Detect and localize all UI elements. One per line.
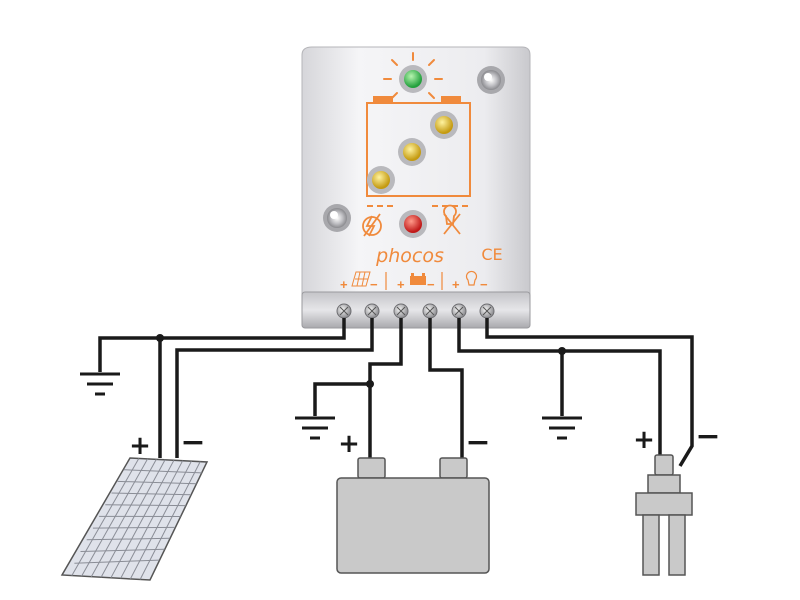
solar-minus-sign: − [180, 425, 205, 460]
led-load-disconnect [404, 215, 422, 233]
brand-logo: phocos [375, 245, 444, 267]
screw-load-plus [451, 303, 467, 319]
load-minus-sign: − [695, 419, 720, 454]
battery-plus-sign: + [338, 429, 360, 459]
junction-solar [156, 334, 164, 342]
lamp-icon [465, 270, 478, 286]
ce-mark: CE [481, 245, 502, 264]
solar-panel: + − [60, 425, 209, 581]
mounting-socket-top [477, 66, 505, 94]
led-battery-full [435, 116, 453, 134]
wire-junctions [156, 334, 566, 388]
terminal-screws [336, 303, 495, 319]
solar-plus-label: + [340, 277, 348, 292]
lamp-tip [654, 454, 674, 476]
screw-solar-minus [364, 303, 380, 319]
battery-body [336, 477, 490, 574]
load-lamp: + − [633, 419, 721, 576]
terminal-labels: + − + − + − [340, 270, 488, 292]
junction-battery [366, 380, 374, 388]
ground-symbol-load [542, 416, 582, 440]
load-minus-label: − [480, 277, 488, 292]
battery-minus-label: − [427, 277, 435, 292]
battery-icon [366, 96, 471, 197]
solar-panel-grid [71, 458, 202, 580]
wire-battery-plus [368, 318, 403, 458]
solar-panel-icon [351, 271, 371, 287]
charge-controller: phocos CE + − + − + − [301, 46, 531, 329]
lamp-collar [647, 474, 681, 494]
wire-solar-plus [98, 318, 346, 372]
load-plus-sign: + [633, 425, 655, 455]
wire-battery-ground [313, 382, 370, 416]
battery-small-icon [410, 273, 426, 285]
mounting-socket-left [323, 204, 351, 232]
ground-symbol-solar [80, 372, 120, 396]
load-plus-label: + [452, 277, 460, 292]
battery-terminal-minus [439, 457, 468, 479]
solar-plus-sign: + [129, 431, 151, 461]
junction-load [558, 347, 566, 355]
lamp-pin-right [668, 514, 686, 576]
led-charging [404, 70, 422, 88]
wire-battery-minus [428, 318, 464, 458]
led-battery-mid [403, 143, 421, 161]
led-battery-low [372, 171, 390, 189]
lamp-base [635, 492, 693, 516]
terminal-strip [301, 291, 531, 329]
screw-load-minus [479, 303, 495, 319]
screw-solar-plus [336, 303, 352, 319]
battery-minus-sign: − [465, 425, 490, 460]
battery-plus-label: + [397, 277, 405, 292]
ground-symbol-battery [295, 416, 335, 440]
wire-load-minus [485, 318, 694, 467]
no-charge-icon [362, 213, 382, 237]
wire-solar-minus [175, 318, 374, 458]
screw-battery-minus [422, 303, 438, 319]
lamp-pin-left [642, 514, 660, 576]
battery-terminal-plus [357, 457, 386, 479]
wires [98, 318, 694, 467]
battery: + − [336, 425, 491, 574]
screw-battery-plus [393, 303, 409, 319]
solar-minus-label: − [370, 277, 378, 292]
solar-panel-frame [60, 457, 209, 581]
load-off-icon [443, 204, 461, 235]
